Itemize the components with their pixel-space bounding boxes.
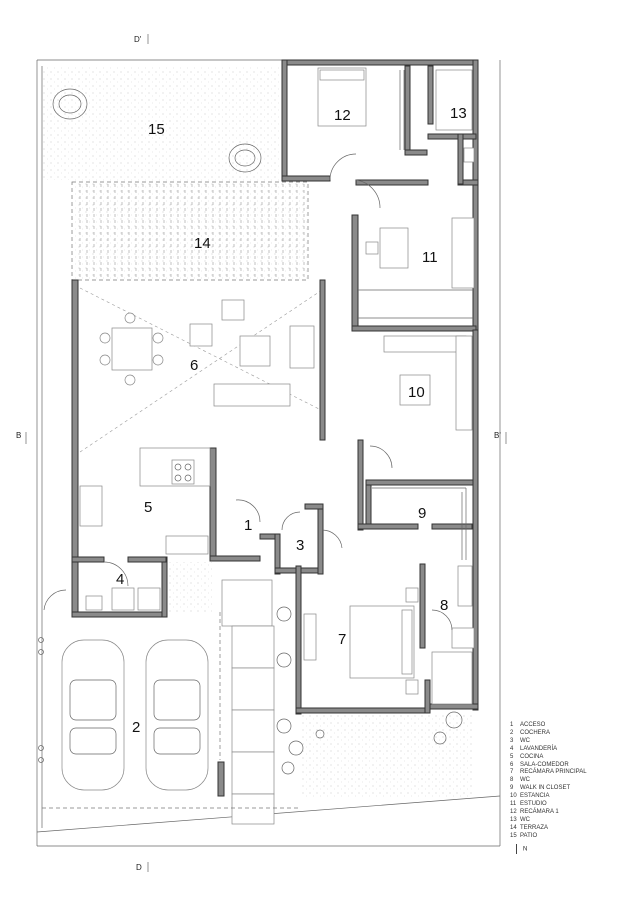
- garage-markings: [38, 612, 300, 809]
- room-number-11: 11: [422, 249, 438, 266]
- room-number-7: 7: [338, 631, 346, 648]
- room-number-2: 2: [132, 719, 140, 736]
- room-numbers: 1 2 3 4 5 6 7 8 9 10 11 12 13 14 15: [116, 105, 467, 736]
- walls: [71, 59, 479, 797]
- north-arrow-icon: [516, 844, 517, 854]
- furniture: [79, 67, 475, 825]
- terrace-pergola: [71, 180, 309, 281]
- room-number-6: 6: [190, 357, 198, 374]
- room-number-15: 15: [148, 121, 165, 138]
- section-mark-bottom: D: [136, 863, 142, 872]
- room-number-12: 12: [334, 107, 351, 124]
- car-left: [61, 639, 125, 791]
- section-mark-right: B': [494, 431, 501, 440]
- room-number-10: 10: [408, 384, 425, 401]
- room-number-4: 4: [116, 571, 124, 588]
- room-number-1: 1: [244, 517, 252, 534]
- room-number-5: 5: [144, 499, 152, 516]
- room-number-14: 14: [194, 235, 211, 252]
- section-marks: D' D B B': [16, 34, 507, 872]
- room-number-8: 8: [440, 597, 448, 614]
- patio-area: [43, 66, 280, 180]
- garden-plants: [168, 562, 472, 798]
- section-mark-left: B: [16, 431, 21, 440]
- room-number-9: 9: [418, 505, 426, 522]
- car-right: [145, 639, 209, 791]
- north-label: N: [523, 846, 528, 853]
- room-number-13: 13: [450, 105, 467, 122]
- room-number-3: 3: [296, 537, 304, 554]
- north-indicator: N: [516, 844, 527, 854]
- section-mark-top: D': [134, 35, 142, 44]
- door-swings: [43, 153, 453, 631]
